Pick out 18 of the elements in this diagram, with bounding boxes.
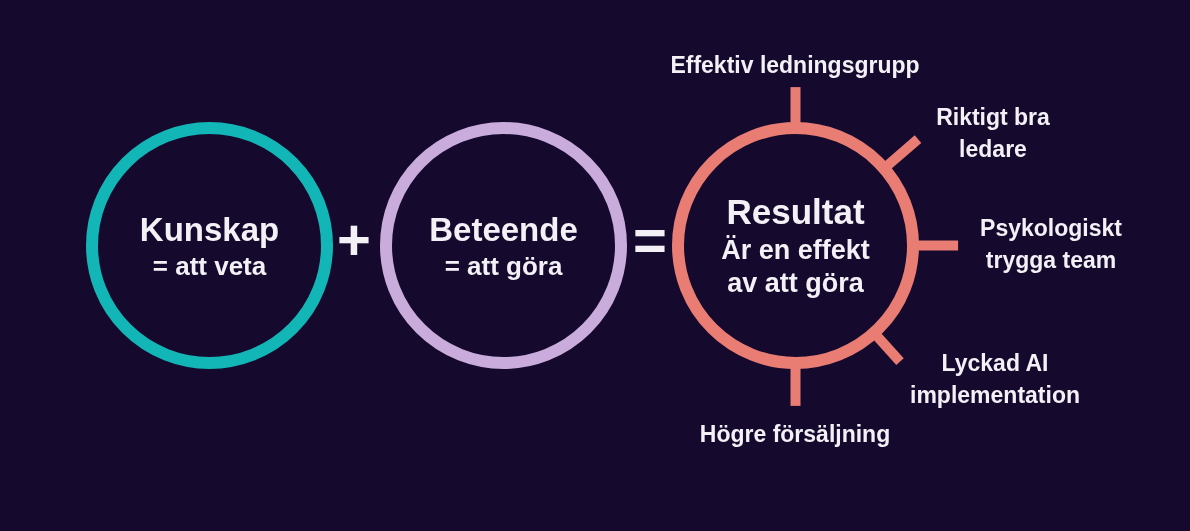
leader-line <box>917 240 959 251</box>
outcome-label: Psykologiskt trygga team <box>980 211 1122 277</box>
circle-heading: Beteende <box>429 209 578 250</box>
circle-subheading: Är en effekt av att göra <box>720 233 871 301</box>
circle-subheading: = att göra <box>444 249 563 283</box>
leader-line <box>790 367 801 406</box>
concept-circle <box>380 122 627 369</box>
circle-heading: Resultat <box>726 190 865 233</box>
outcome-label: Högre försäljning <box>699 417 891 451</box>
circle-subheading: = att veta <box>152 249 267 283</box>
outcome-label: Effektiv ledningsgrupp <box>670 48 920 82</box>
plus-sign: + <box>337 211 371 269</box>
result-circle <box>672 122 919 369</box>
outcome-label: Lyckad AI implementation <box>900 346 1090 412</box>
concept-circle <box>86 122 333 369</box>
circle-heading: Kunskap <box>139 209 280 250</box>
equals-sign: = <box>633 211 667 269</box>
outcome-label: Riktigt bra ledare <box>925 100 1061 166</box>
